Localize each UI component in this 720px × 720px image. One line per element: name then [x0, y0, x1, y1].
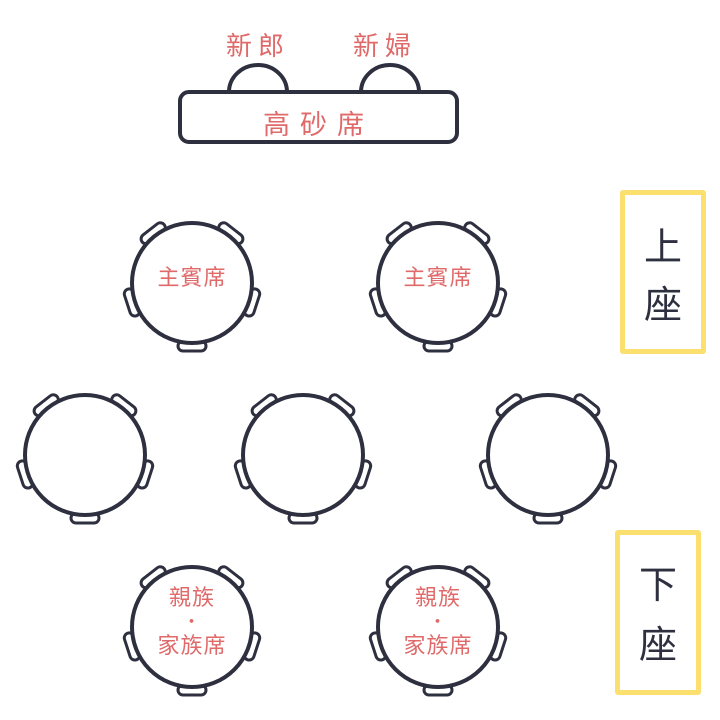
table-label-line: 主賓席 [157, 266, 227, 291]
table-label-line: ・ [182, 612, 202, 633]
table-top [376, 565, 500, 689]
groom-label: 新郎 [225, 32, 290, 62]
table-label-main-guest-right: 主賓席 [383, 265, 493, 293]
table-label-line: 親族 [168, 586, 215, 611]
round-table-middle-left [15, 393, 155, 525]
round-table-middle-right [478, 393, 618, 525]
table-top [241, 393, 365, 517]
lower-seat-indicator: 下 座 [615, 530, 701, 695]
round-table-main-guest-left [122, 221, 262, 353]
upper-seat-indicator: 上 座 [620, 190, 706, 354]
round-table-main-guest-right [368, 221, 508, 353]
head-table [178, 90, 459, 144]
upper-seat-char-2: 座 [643, 283, 682, 327]
round-table-family-left [122, 565, 262, 697]
table-label-line: 家族席 [157, 634, 227, 659]
lower-seat-char-1: 下 [638, 563, 677, 607]
table-top [486, 393, 610, 517]
upper-seat-char-1: 上 [643, 225, 682, 269]
round-table-family-right [368, 565, 508, 697]
table-label-line: 主賓席 [403, 266, 473, 291]
table-label-line: 家族席 [403, 634, 473, 659]
table-top [376, 221, 500, 345]
bride-chair [359, 63, 421, 93]
round-table-middle-center [233, 393, 373, 525]
bride-label: 新婦 [352, 32, 417, 62]
table-top [130, 221, 254, 345]
groom-chair [227, 63, 289, 93]
table-top [130, 565, 254, 689]
table-label-line: 親族 [414, 586, 461, 611]
table-label-line: ・ [428, 612, 448, 633]
table-label-family-right: 親族・家族席 [383, 585, 493, 661]
lower-seat-char-2: 座 [638, 623, 677, 667]
table-label-family-left: 親族・家族席 [137, 585, 247, 661]
table-label-main-guest-left: 主賓席 [137, 265, 247, 293]
table-top [23, 393, 147, 517]
head-table-label: 高砂席 [263, 110, 374, 141]
